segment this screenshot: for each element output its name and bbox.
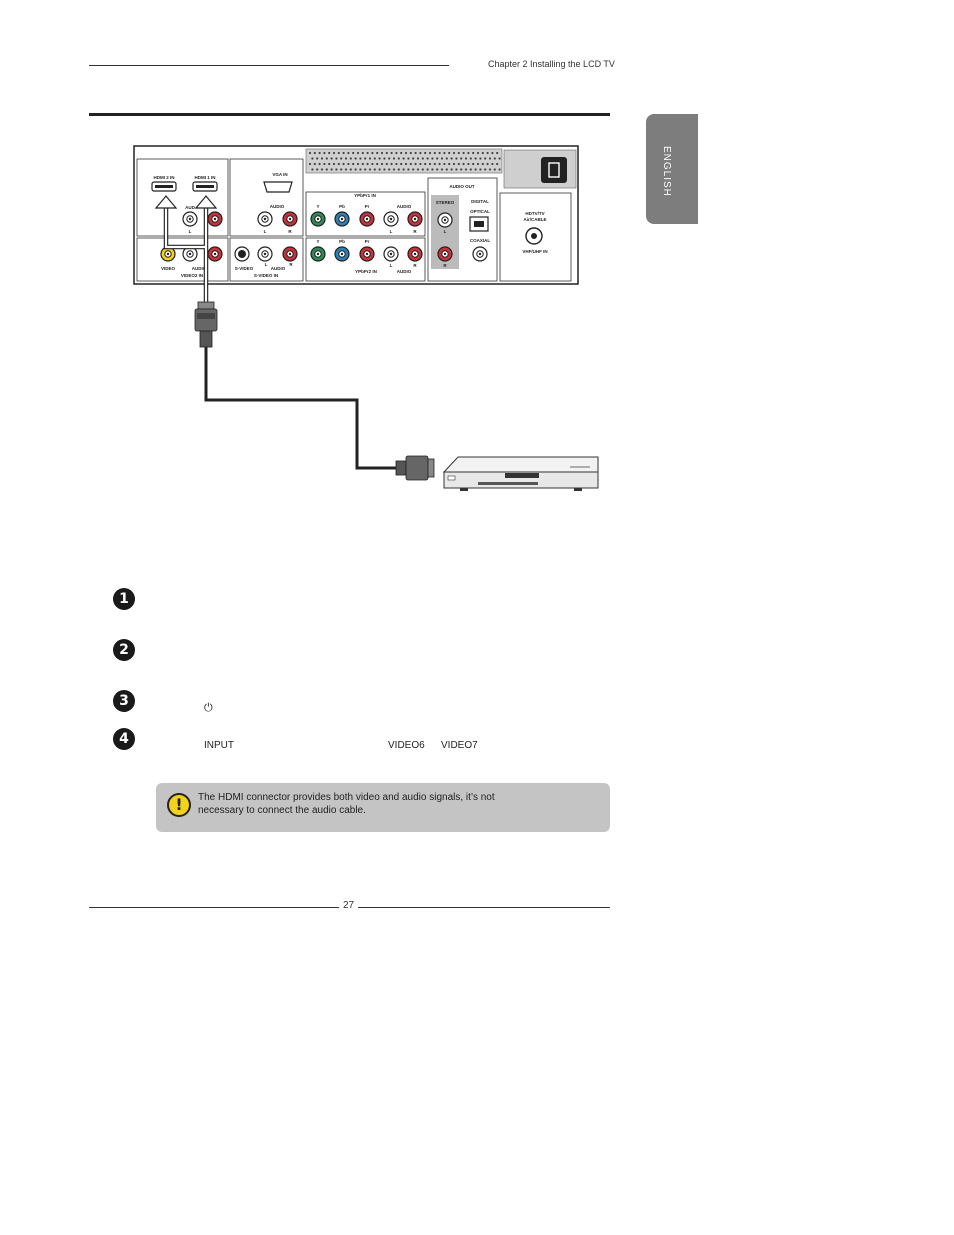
svideo-label: S-VIDEO [235, 266, 254, 271]
svg-text:Pb: Pb [339, 204, 345, 209]
ypbpr2-label: YPbPr2 IN [355, 269, 377, 274]
vga-label: VGA IN [272, 172, 287, 177]
step-2-badge: 2 [113, 639, 135, 661]
digital-label: DIGITAL [471, 199, 489, 204]
connection-diagram: HDMI 2 IN HDMI 1 IN AUD VGA IN AUDIO L L… [133, 145, 599, 491]
svg-text:Y: Y [316, 239, 319, 244]
dvd-player-device [442, 456, 599, 491]
svg-text:L: L [444, 229, 447, 234]
header-rule [89, 65, 449, 66]
video2-label: VIDEO2 IN [181, 273, 203, 278]
footer-rule-right [358, 907, 610, 908]
svg-text:Y: Y [316, 204, 319, 209]
power-icon: ⏻ [204, 701, 213, 714]
svideo-in-label: S-VIDEO IN [254, 273, 278, 278]
arrow-head-left [154, 195, 178, 209]
hdmi1-label: HDMI 1 IN [194, 175, 215, 180]
svg-text:AUDIO: AUDIO [397, 269, 412, 274]
vga-port [263, 181, 293, 193]
svg-text:L: L [264, 229, 267, 234]
svg-text:R: R [413, 229, 417, 234]
svg-text:L: L [390, 229, 393, 234]
svg-text:R: R [443, 263, 447, 268]
svg-text:Pr: Pr [365, 204, 370, 209]
hdmi2-label: HDMI 2 IN [153, 175, 174, 180]
power-socket-icon [541, 157, 567, 183]
note-box [156, 783, 610, 832]
vga-audio-label: AUDIO [270, 204, 285, 209]
optical-label: OPTICAL [470, 209, 490, 214]
cable-connector-top [194, 301, 218, 348]
air-cable-label: Air/CABLE [523, 217, 546, 222]
note-text: The HDMI connector provides both video a… [198, 791, 538, 817]
note-line-1: The HDMI connector provides both video a… [198, 792, 495, 803]
svg-text:L: L [390, 263, 393, 268]
input-button-word: INPUT [204, 740, 234, 751]
svg-text:R: R [413, 263, 417, 268]
svg-text:R: R [289, 262, 293, 267]
section-rule [89, 113, 610, 116]
video7-word: VIDEO7 [441, 740, 478, 751]
stereo-label: STEREO [436, 200, 455, 205]
hdmi-dvi-cable [204, 347, 398, 470]
chapter-title: Chapter 2 Installing the LCD TV [488, 59, 615, 69]
hdtv-label: HDTV/TV [525, 211, 544, 216]
language-tab: ENGLISH [646, 114, 698, 224]
svg-text:AUDIO: AUDIO [271, 266, 286, 271]
footer-rule-left [89, 907, 339, 908]
audio-top-left-label: AUD [185, 205, 195, 210]
svg-text:L: L [265, 262, 268, 267]
page-number: 27 [342, 900, 355, 911]
vhf-uhf-label: VHF/UHF IN [522, 249, 547, 254]
video-label: VIDEO [161, 266, 176, 271]
audio-out-label: AUDIO OUT [449, 184, 475, 189]
svg-text:AUDIO: AUDIO [397, 204, 412, 209]
svg-text:Pb: Pb [339, 239, 345, 244]
svg-text:L: L [189, 229, 192, 234]
step-4-badge: 4 [113, 728, 135, 750]
cable-connector-player [395, 455, 435, 481]
video-audio-label: AUDIO [192, 266, 207, 271]
note-line-2: necessary to connect the audio cable. [198, 805, 366, 816]
arrow-head-right [194, 195, 218, 209]
warning-icon: ! [167, 793, 191, 817]
svg-text:Pr: Pr [365, 239, 370, 244]
step-1-badge: 1 [113, 588, 135, 610]
ypbpr1-label: YPbPr1 IN [354, 193, 376, 198]
step-3-badge: 3 [113, 690, 135, 712]
svg-text:R: R [288, 229, 292, 234]
coaxial-label: COAXIAL [470, 238, 491, 243]
video6-word: VIDEO6 [388, 740, 425, 751]
